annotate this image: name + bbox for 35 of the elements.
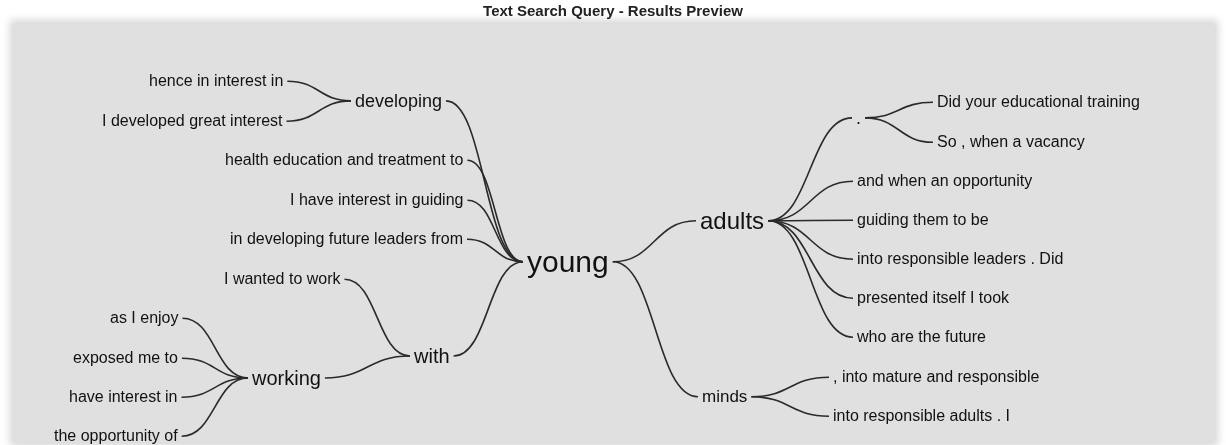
tree-phrase: into responsible adults . I <box>833 407 1010 426</box>
tree-phrase: So , when a vacancy <box>937 133 1085 152</box>
tree-phrase: . <box>856 107 861 129</box>
diagram-title: Text Search Query - Results Preview <box>483 2 743 19</box>
tree-phrase: I wanted to work <box>224 270 341 289</box>
tree-phrase: health education and treatment to <box>225 151 464 170</box>
tree-phrase: developing <box>355 90 443 112</box>
tree-phrase: I have interest in guiding <box>290 191 464 210</box>
tree-phrase: as I enjoy <box>110 309 179 328</box>
tree-phrase: , into mature and responsible <box>833 368 1040 387</box>
tree-phrase: hence in interest in <box>149 72 284 91</box>
tree-phrase: presented itself I took <box>857 289 1010 308</box>
tree-phrase: have interest in <box>69 388 178 407</box>
tree-phrase: working <box>252 366 321 390</box>
branch-line <box>611 260 699 398</box>
tree-phrase: and when an opportunity <box>857 172 1033 191</box>
tree-phrase: into responsible leaders . Did <box>857 250 1064 269</box>
tree-phrase: I developed great interest <box>102 112 283 131</box>
tree-phrase: Did your educational training <box>937 93 1140 112</box>
tree-phrase: with <box>414 344 450 368</box>
branch-line <box>180 377 249 437</box>
branch-line <box>285 100 352 122</box>
tree-phrase: guiding them to be <box>857 211 989 230</box>
branch-line <box>452 260 524 357</box>
tree-phrase: who are the future <box>857 328 986 347</box>
branch-line <box>324 355 411 379</box>
branch-line <box>750 395 830 417</box>
tree-phrase: adults <box>700 207 765 235</box>
tree-phrase: in developing future leaders from <box>230 230 464 249</box>
tree-phrase: minds <box>702 387 748 407</box>
branch-line <box>864 117 934 143</box>
tree-phrase: the opportunity of <box>54 427 178 445</box>
root-word: young <box>527 244 609 279</box>
tree-phrase: exposed me to <box>73 349 178 368</box>
branch-line <box>767 220 854 338</box>
